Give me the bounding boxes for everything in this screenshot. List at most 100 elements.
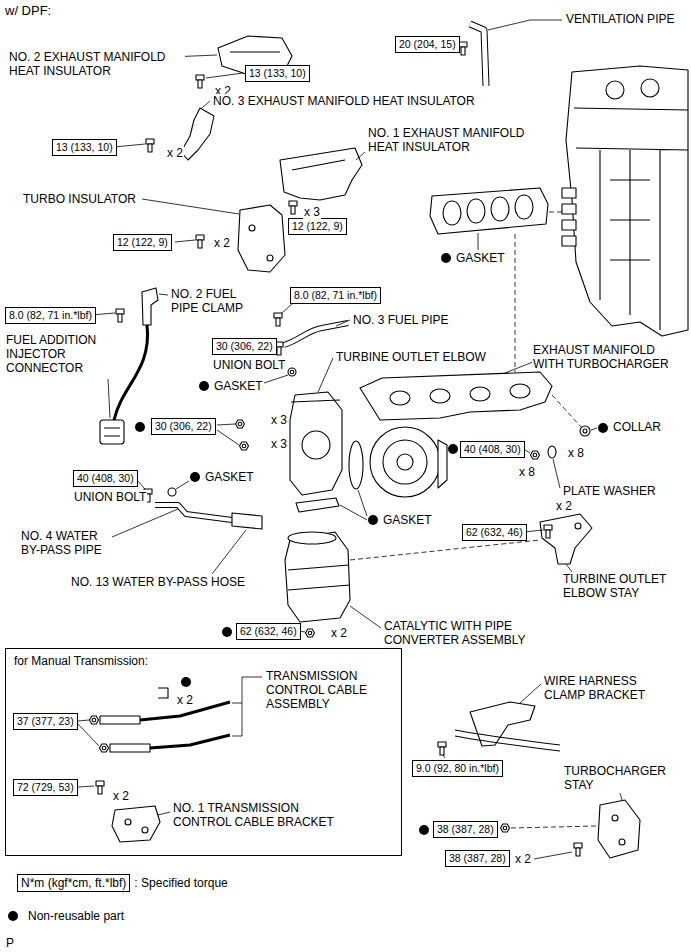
torque-value: 12 (122, 9) [292, 220, 343, 233]
leader-line [176, 481, 189, 489]
parts [90, 24, 689, 858]
non-reusable-dot [222, 627, 232, 637]
fuel-parts [284, 323, 348, 345]
exhaust-manifold-turbocharger [360, 372, 552, 420]
fastener [501, 824, 510, 832]
alignment-line [350, 540, 540, 560]
quantity-label: x 2 [555, 499, 573, 513]
part-label: NO. 2 FUEL PIPE CLAMP [170, 287, 262, 315]
exhaust-manifold-turbocharger [360, 372, 590, 497]
fuel-parts [104, 428, 120, 436]
manifold-gasket [467, 199, 485, 223]
part-label: TRANSMISSION CONTROL CABLE ASSEMBLY [265, 669, 377, 711]
fastener [196, 75, 204, 88]
leader-line [443, 755, 445, 758]
elbow-stay [540, 514, 592, 564]
leader-line [206, 73, 243, 78]
exhaust-manifold-turbocharger [370, 427, 440, 497]
leader-line [340, 490, 367, 520]
non-reusable-dot [135, 422, 145, 432]
quantity-label: x 3 [270, 437, 288, 451]
transmission-cable [110, 744, 150, 752]
heat-insulator [267, 255, 273, 261]
manifold-gasket [430, 188, 548, 234]
exhaust-manifold-turbocharger [583, 429, 587, 433]
quantity-label: x 2 [166, 146, 184, 160]
leader-line [232, 677, 262, 736]
quantity-label: x 2 [330, 626, 348, 640]
leader-line [159, 294, 168, 295]
fuel-parts [288, 368, 296, 376]
water-by-pass [155, 488, 262, 529]
turbine-outlet-elbow [296, 498, 339, 512]
elbow-stay [575, 523, 581, 529]
part-label: GASKET [382, 513, 433, 527]
engine-block [562, 188, 576, 198]
exhaust-manifold-turbocharger [438, 440, 447, 488]
non-reusable-dot [448, 444, 458, 454]
quantity-label: x 3 [270, 413, 288, 427]
torque-box: 12 (122, 9) [113, 234, 172, 251]
torque-box: 8.0 (82, 71 in.*lbf) [5, 307, 96, 324]
torque-value: 12 (122, 9) [117, 236, 168, 249]
part-label: P [5, 936, 15, 950]
exhaust-manifold-turbocharger [548, 446, 556, 458]
part-label: NO. 1 TRANSMISSION CONTROL CABLE BRACKET [172, 801, 342, 829]
torque-value: 37 (377, 23) [17, 715, 74, 728]
engine-block [562, 220, 576, 230]
exhaust-manifold-turbocharger [510, 384, 530, 398]
alignment-line [511, 826, 598, 828]
leader-line [478, 233, 479, 250]
catalytic-converter [285, 532, 350, 622]
ventilation-pipe [470, 24, 486, 86]
leader-line [212, 530, 246, 574]
part-label: NO. 3 FUEL PIPE [352, 313, 450, 327]
manifold-gasket [515, 195, 533, 219]
engine-block [574, 108, 688, 330]
quantity-label: x 2 [213, 236, 231, 250]
leader-line [336, 320, 350, 326]
part-label: NO. 13 WATER BY-PASS HOSE [70, 575, 246, 589]
leader-line [524, 530, 543, 532]
torque-box: 13 (133, 10) [245, 65, 310, 82]
torque-value: 38 (387, 28) [449, 852, 506, 865]
part-label: TURBINE OUTLET ELBOW [335, 350, 487, 364]
non-reusable-dot [419, 825, 429, 835]
non-reusable-dot [199, 381, 209, 391]
fastener [240, 442, 249, 450]
torque-box: 30 (306, 22) [212, 338, 277, 355]
torque-box: 40 (408, 30) [73, 470, 138, 487]
part-label: GASKET [213, 379, 264, 393]
part-label: PLATE WASHER [562, 484, 657, 498]
fastener [289, 201, 297, 214]
torque-box: 13 (133, 10) [52, 139, 117, 156]
torque-box: 8.0 (82, 71 in.*lbf) [290, 287, 381, 304]
fuel-parts [284, 323, 348, 345]
turbine-outlet-elbow [290, 392, 363, 512]
exhaust-manifold-turbocharger [383, 440, 427, 484]
torque-value: 13 (133, 10) [249, 67, 306, 80]
leader-line [620, 793, 622, 800]
leader-line [553, 459, 560, 488]
leader-line [78, 786, 94, 787]
quantity-label: x 8 [567, 446, 585, 460]
part-label: WIRE HARNESS CLAMP BRACKET [543, 674, 655, 702]
heat-insulator [230, 51, 280, 52]
part-label: FUEL ADDITION INJECTOR CONNECTOR [5, 333, 112, 375]
heat-insulator [249, 225, 255, 231]
part-label: CATALYTIC WITH PIPE CONVERTER ASSEMBLY [383, 619, 535, 647]
part-label: GASKET [204, 470, 255, 484]
ventilation-pipe [470, 24, 486, 86]
part-label: NO. 4 WATER BY-PASS PIPE [20, 529, 112, 557]
torque-value: 8.0 (82, 71 in.*lbf) [9, 309, 92, 322]
part-label: TURBOCHARGER STAY [563, 764, 675, 792]
torque-value: 30 (306, 22) [216, 340, 273, 353]
water-by-pass [232, 513, 262, 529]
elbow-stay [540, 514, 592, 564]
quantity-label: x 2 [112, 789, 130, 803]
leader-line [78, 720, 99, 746]
torque-value: 38 (387, 28) [437, 823, 494, 836]
exhaust-manifold-turbocharger [470, 387, 490, 401]
heat-insulator [181, 36, 362, 272]
